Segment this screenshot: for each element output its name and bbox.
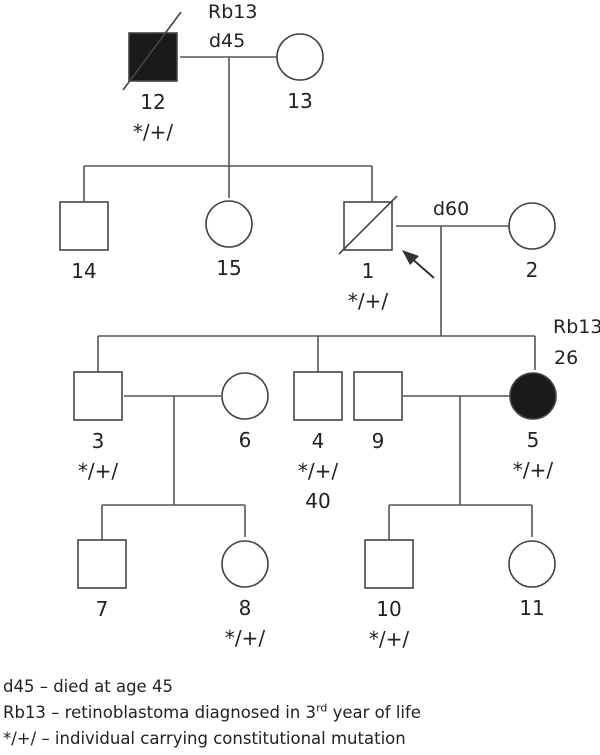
individual-5-note-0: */+/: [513, 458, 553, 482]
individual-14-male-symbol: [59, 201, 109, 251]
legend-diagnosis: Rb13 – retinoblastoma diagnosed in 3rd y…: [3, 700, 600, 726]
individual-14-id-label: 14: [71, 259, 96, 283]
individual-7-male-symbol: [77, 539, 127, 589]
individual-1-id-label: 1: [362, 259, 375, 283]
individual-8-id-label: 8: [239, 596, 252, 620]
individual-10-id-label: 10: [376, 597, 401, 621]
deceased-slash-12: [122, 11, 182, 91]
individual-1-note-0: */+/: [348, 289, 388, 313]
individual-6-female-symbol: [221, 372, 269, 420]
individual-labels: 12 */+/ 13 14 15 1 */+/ 2 3 */+/ 6 4 */+/ 40 9 5 */+/ 7 8 *…: [71, 89, 553, 651]
proband-arrow-icon: [402, 250, 435, 279]
legend-mutation: */+/ – individual carrying constitutiona…: [3, 729, 406, 748]
individual-4-male-symbol: [293, 371, 343, 421]
ind5-diagnosis-annotation: Rb13: [553, 316, 600, 338]
ind1-death-annotation: d60: [433, 198, 469, 220]
individual-5-female-symbol: [509, 372, 557, 420]
ind12-diagnosis-annotation: Rb13: [208, 1, 257, 23]
individual-15-id-label: 15: [216, 256, 241, 280]
deceased-slash-1: [338, 195, 398, 255]
individual-8-female-symbol: [221, 540, 269, 588]
individual-10-note-0: */+/: [369, 627, 409, 651]
individual-13-female-symbol: [276, 33, 324, 81]
legend-diagnosis-suffix: year of life: [327, 703, 421, 722]
ind12-death-annotation: d45: [209, 30, 245, 52]
individual-9-male-symbol: [353, 371, 403, 421]
individual-12-male-symbol: [128, 32, 178, 82]
individual-3-male-symbol: [73, 371, 123, 421]
individual-4-note-0: */+/: [298, 459, 338, 483]
ind5-age-annotation: 26: [554, 347, 578, 369]
individual-5-id-label: 5: [527, 428, 540, 452]
relationship-lines: [83, 56, 536, 540]
individual-11-id-label: 11: [519, 596, 544, 620]
individual-4-id-label: 4: [312, 429, 325, 453]
legend: d45 – died at age 45 Rb13 – retinoblasto…: [3, 674, 600, 752]
individual-13-id-label: 13: [287, 89, 312, 113]
individual-12-id-label: 12: [140, 90, 165, 114]
legend-death: d45 – died at age 45: [3, 677, 173, 696]
individual-6-id-label: 6: [239, 428, 252, 452]
individual-12-note-0: */+/: [133, 120, 173, 144]
individual-3-id-label: 3: [92, 429, 105, 453]
individual-15-female-symbol: [205, 200, 253, 248]
individual-4-note-1: 40: [305, 489, 330, 513]
individual-2-female-symbol: [508, 202, 556, 250]
individual-3-note-0: */+/: [78, 459, 118, 483]
individual-11-female-symbol: [508, 540, 556, 588]
legend-diagnosis-sup: rd: [316, 701, 328, 715]
legend-diagnosis-text: Rb13 – retinoblastoma diagnosed in 3: [3, 703, 317, 722]
individual-10-male-symbol: [364, 539, 414, 589]
individual-2-id-label: 2: [526, 258, 539, 282]
individual-9-id-label: 9: [372, 429, 385, 453]
individual-7-id-label: 7: [96, 597, 109, 621]
individual-8-note-0: */+/: [225, 626, 265, 650]
